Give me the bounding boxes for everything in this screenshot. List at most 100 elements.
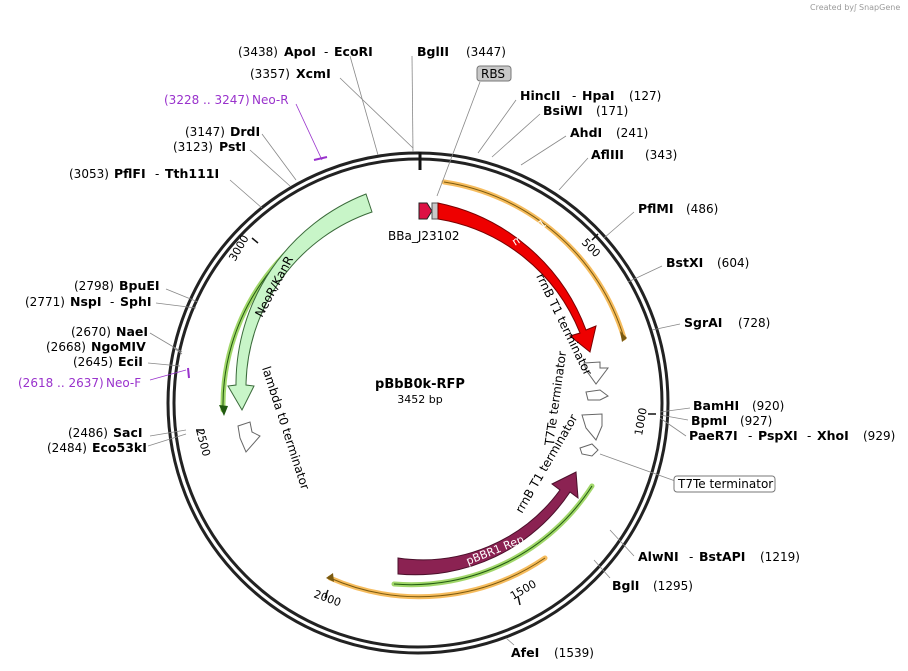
snapgene-icon: ∫	[853, 3, 857, 12]
t7te-box-label: T7Te terminator	[677, 477, 773, 491]
site-xhoi-name: XhoI	[817, 428, 849, 443]
site-afliii-pos: (343)	[645, 148, 677, 162]
site-hincii-pos: (127)	[629, 89, 661, 103]
site-bpmi-pos: (927)	[740, 414, 772, 428]
site-sgrai-pos: (728)	[738, 316, 770, 330]
site-pflfi-name: PflFI	[114, 166, 146, 181]
site-paer7i-pos: (929)	[863, 429, 895, 443]
site-naei: (2670) NaeI	[71, 324, 183, 353]
site-psti-pos: (3123)	[173, 140, 213, 154]
site-pflmi-pos: (486)	[686, 202, 718, 216]
site-hpai-name: HpaI	[582, 88, 615, 103]
feature-label-promoter: BBa_J23102	[388, 229, 460, 243]
site-saci-name: SacI	[113, 425, 143, 440]
site-afliii-name: AflIII	[591, 147, 624, 162]
site-nspi-pos: (2771)	[25, 295, 65, 309]
site-bpmi-name: BpmI	[691, 413, 727, 428]
site-xcmi: (3357) XcmI	[250, 66, 414, 149]
site-eco53ki: (2484) Eco53kI	[47, 433, 187, 455]
site-drdi-name: DrdI	[230, 124, 260, 139]
site-afei: AfeI (1539)	[505, 637, 594, 660]
site-psti: (3123) PstI	[173, 139, 291, 187]
tick-label-1000: 1000	[632, 407, 650, 437]
tick-label-1500: 1500	[508, 577, 539, 602]
plasmid-backbone	[166, 151, 670, 655]
watermark-prefix: Created by	[810, 3, 854, 12]
site-pflfi-tth111i: (3053) PflFI - Tth111I	[69, 166, 263, 209]
site-neo-f-name: Neo-F	[106, 376, 141, 390]
site-neo-r-name: Neo-R	[252, 93, 289, 107]
site-psti-name: PstI	[219, 139, 246, 154]
site-dash: -	[748, 429, 752, 443]
site-paer7i-name: PaeR7I	[689, 428, 738, 443]
site-ecii: (2645) EciI	[73, 354, 181, 369]
feature-rrnb-t1-arrow-a	[583, 361, 609, 385]
site-pflmi-name: PflMI	[638, 201, 674, 216]
site-naei-name: NaeI	[116, 324, 148, 339]
site-pflfi-pos: (3053)	[69, 167, 109, 181]
site-dash: -	[807, 429, 811, 443]
site-saci-pos: (2486)	[68, 426, 108, 440]
site-neo-r-primer: (3228 .. 3247) Neo-R	[164, 93, 323, 161]
site-bsiwi-name: BsiWI	[543, 103, 583, 118]
t7te-callout: T7Te terminator	[599, 453, 776, 493]
site-xcmi-pos: (3357)	[250, 67, 290, 81]
plasmid-name: pBbB0k-RFP	[375, 377, 465, 392]
plasmid-length: 3452 bp	[397, 393, 442, 406]
watermark-brand: SnapGene	[859, 3, 900, 12]
site-pspxi-name: PspXI	[758, 428, 798, 443]
site-naei-pos: (2670)	[71, 325, 111, 339]
site-bamhi-name: BamHI	[693, 398, 739, 413]
site-bpmi: BpmI (927)	[659, 413, 772, 428]
site-bpuei-pos: (2798)	[74, 279, 114, 293]
tick-label-2000: 2000	[312, 588, 343, 610]
rbs-label: RBS	[481, 67, 505, 81]
site-dash: -	[689, 550, 693, 564]
site-bglii: BglII (3447)	[411, 44, 506, 153]
site-bglii-name: BglII	[417, 44, 449, 59]
site-bstxi-name: BstXI	[666, 255, 703, 270]
feature-rrnb-t1-arrow-b	[581, 413, 603, 441]
site-drdi: (3147) DrdI	[185, 124, 297, 181]
site-bsiwi: BsiWI (171)	[491, 103, 628, 158]
site-bpuei: (2798) BpuEI	[74, 278, 199, 303]
site-afei-name: AfeI	[511, 645, 539, 660]
tick-label-2500: 2500	[193, 427, 213, 457]
site-alwni-name: AlwNI	[638, 549, 679, 564]
site-drdi-pos: (3147)	[185, 125, 225, 139]
site-alwni-bstapi: AlwNI - BstAPI (1219)	[609, 529, 800, 564]
site-dash: -	[155, 167, 159, 181]
feature-mrfp1-arrow	[437, 202, 597, 353]
site-apoi-name: ApoI	[284, 44, 316, 59]
site-sgrai: SgrAI (728)	[651, 315, 770, 331]
site-sgrai-name: SgrAI	[684, 315, 722, 330]
feature-lambda-t0-arrow	[237, 421, 261, 453]
feature-label-pbbr1: pBBR1 Rep	[464, 533, 526, 568]
feature-pbbr1-rep-arrow	[397, 471, 579, 576]
site-saci: (2486) SacI	[68, 425, 187, 440]
site-hincii-name: HincII	[520, 88, 560, 103]
site-ecii-name: EciI	[118, 354, 143, 369]
site-neo-f-range: (2618 .. 2637)	[18, 376, 104, 390]
site-paer7i-pspxi-xhoi: PaeR7I - PspXI - XhoI (929)	[659, 417, 895, 443]
site-bstxi: BstXI (604)	[627, 255, 749, 283]
site-bstapi-name: BstAPI	[699, 549, 745, 564]
primer-neo-f-mark	[187, 367, 190, 379]
site-tth111i-name: Tth111I	[165, 166, 219, 181]
site-alwni-pos: (1219)	[760, 550, 800, 564]
feature-t7te-arrow-small	[585, 389, 609, 401]
site-ahdi-pos: (241)	[616, 126, 648, 140]
site-eco53ki-name: Eco53kI	[92, 440, 147, 455]
site-dash: -	[324, 45, 328, 59]
site-bstxi-pos: (604)	[717, 256, 749, 270]
site-nspi-sphi: (2771) NspI - SphI	[25, 294, 197, 309]
feature-rbs-block	[431, 202, 439, 220]
snapgene-watermark: Created by ∫ SnapGene	[810, 3, 900, 12]
site-ngomiv: (2668) NgoMIV	[46, 339, 183, 355]
site-bamhi: BamHI (920)	[659, 398, 784, 413]
site-ecii-pos: (2645)	[73, 355, 113, 369]
site-bpuei-name: BpuEI	[119, 278, 160, 293]
site-apoi-pos: (3438)	[238, 45, 278, 59]
site-bsiwi-pos: (171)	[596, 104, 628, 118]
